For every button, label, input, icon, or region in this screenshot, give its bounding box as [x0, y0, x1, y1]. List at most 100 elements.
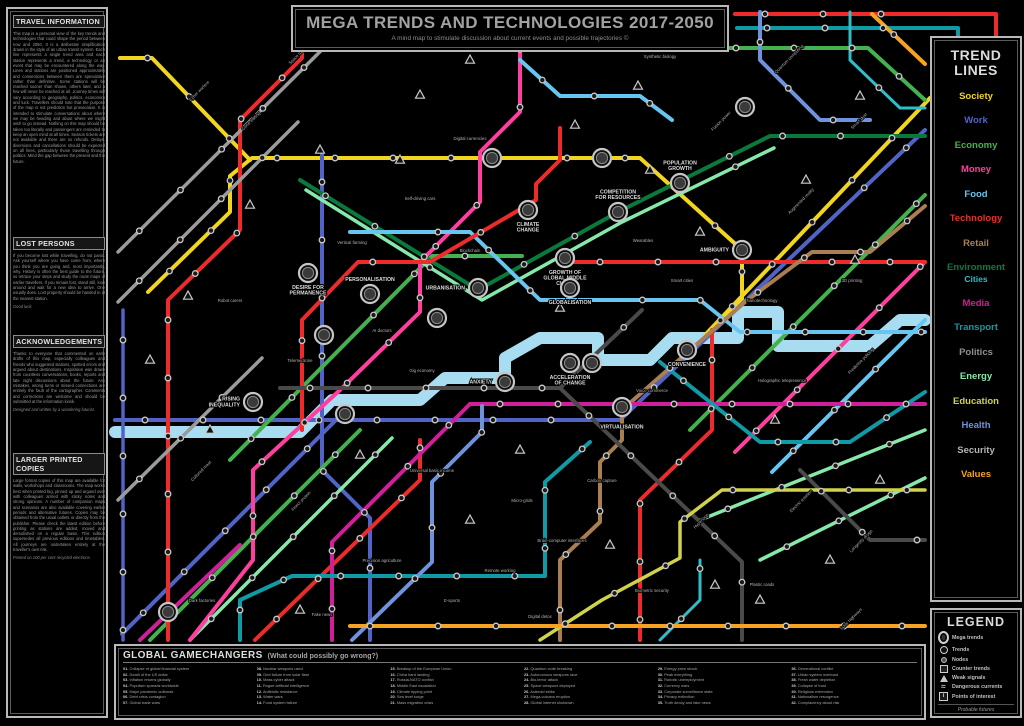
station-marker	[738, 578, 746, 586]
weak-signal-triangle	[604, 538, 616, 549]
station-marker	[331, 451, 339, 459]
station-marker	[711, 532, 719, 540]
gamechanger-item: 27. Mega-volcano eruption	[524, 694, 571, 700]
trend-line-label-education: Education	[953, 395, 999, 407]
station-marker	[416, 294, 424, 302]
trend-line-label-food: Food	[964, 188, 988, 200]
station-marker	[166, 267, 173, 275]
trend-line-technology-4	[638, 328, 714, 642]
gamechanger-item: 32. Currency wars	[657, 682, 690, 688]
station-marker	[119, 568, 127, 576]
station-marker	[360, 508, 368, 516]
mega-trend-hub-core	[301, 266, 315, 280]
weak-signal-triangle	[824, 553, 836, 564]
station-marker	[135, 227, 143, 235]
station-marker	[879, 24, 887, 32]
gamechanger-item: 24. Bio-terror attack	[524, 677, 559, 683]
trend-line-food-3	[518, 58, 674, 122]
station-marker	[289, 533, 297, 541]
station-marker	[636, 558, 644, 566]
weak-signal-triangle	[694, 225, 706, 236]
station-marker	[180, 568, 188, 576]
station-marker	[756, 38, 764, 46]
trend-line-label-cities: Cities	[964, 274, 988, 285]
station-marker	[768, 260, 776, 268]
legend-item: Weak signals	[938, 674, 1014, 682]
trend-line-economy-2	[688, 193, 927, 432]
gamechanger-item: 39. Collapse of trust	[791, 682, 826, 688]
station-marker	[875, 84, 883, 92]
trend-line-security	[116, 12, 360, 254]
station-marker	[288, 394, 296, 401]
station-marker	[526, 287, 534, 294]
station-marker	[337, 572, 345, 580]
station-marker	[800, 254, 808, 262]
station-marker	[738, 268, 746, 276]
station-marker	[404, 462, 412, 470]
gamechanger-item: 29. Energy price shock	[657, 666, 698, 671]
gamechanger-item: 38. Fresh water depletion	[791, 677, 836, 683]
station-marker	[301, 419, 309, 426]
station-label: Precision agriculture	[363, 558, 403, 563]
weak-signal-triangle	[874, 473, 886, 484]
station-marker	[431, 416, 439, 424]
station-label: Telemedicine	[287, 358, 313, 363]
legend-item-label: Nodes	[952, 656, 969, 663]
station-label: Robot carers	[218, 298, 243, 303]
station-marker	[143, 54, 151, 62]
station-marker	[207, 615, 215, 623]
page-subtitle: A mind map to stimulate discussion about…	[391, 35, 629, 42]
station-marker	[903, 217, 911, 225]
section-heading: LARGER PRINTED COPIES	[13, 453, 105, 475]
section-footer: Good luck.	[13, 303, 33, 309]
station-marker	[638, 296, 646, 304]
station-marker	[754, 288, 762, 296]
weak-signal-triangle	[849, 253, 861, 264]
station-marker	[434, 622, 442, 630]
section-larger-printed-copies: LARGER PRINTED COPIES Large format copie…	[13, 453, 105, 560]
gamechanger-item: 41. Nationalism resurgence	[791, 694, 839, 700]
station-label: Augmented reality	[787, 186, 816, 215]
station-marker	[541, 544, 549, 552]
weak-signal-triangle	[554, 301, 566, 312]
section-travel-information: TRAVEL INFORMATION This map is a persona…	[13, 15, 105, 164]
weak-signal-triangle	[569, 118, 581, 129]
legend-title: LEGEND	[946, 615, 1006, 629]
weak-signal-triangle	[632, 79, 644, 90]
legend-item-label: Points of interest	[952, 693, 996, 700]
page-title: MEGA TRENDS AND TECHNOLOGIES 2017-2050	[306, 13, 714, 32]
station-marker	[561, 620, 569, 628]
station-marker	[650, 384, 658, 392]
station-label: Micro-grids	[511, 498, 532, 503]
legend-item: Trends	[938, 646, 1014, 655]
mega-trend-hub-core	[735, 243, 749, 257]
station-marker	[890, 31, 898, 39]
gamechanger-item: 13. Water wars	[256, 694, 283, 700]
trend-line-values-2	[870, 12, 927, 66]
station-marker	[141, 416, 149, 424]
station-marker	[445, 421, 453, 429]
station-marker	[832, 462, 840, 470]
station-marker	[477, 228, 485, 236]
station-marker	[258, 458, 266, 466]
station-marker	[885, 440, 893, 448]
trend-line-label-transport: Transport	[954, 322, 998, 334]
legend-item: Mega trends	[938, 631, 1014, 645]
station-marker	[571, 232, 579, 240]
station-marker	[845, 486, 853, 494]
station-marker	[366, 564, 374, 572]
station-label: Synthetic biology	[644, 54, 677, 59]
station-marker	[716, 316, 724, 324]
station-marker	[828, 258, 836, 266]
weak-signal-triangle	[204, 423, 216, 434]
gamechanger-item: 28. Global internet shutdown	[524, 699, 574, 705]
station-marker	[782, 622, 790, 630]
legend-item: ≈Dangerous currents	[938, 683, 1014, 691]
section-body: If you become lost while travelling, do …	[13, 253, 105, 301]
station-marker	[318, 294, 326, 302]
station-marker	[832, 438, 840, 446]
